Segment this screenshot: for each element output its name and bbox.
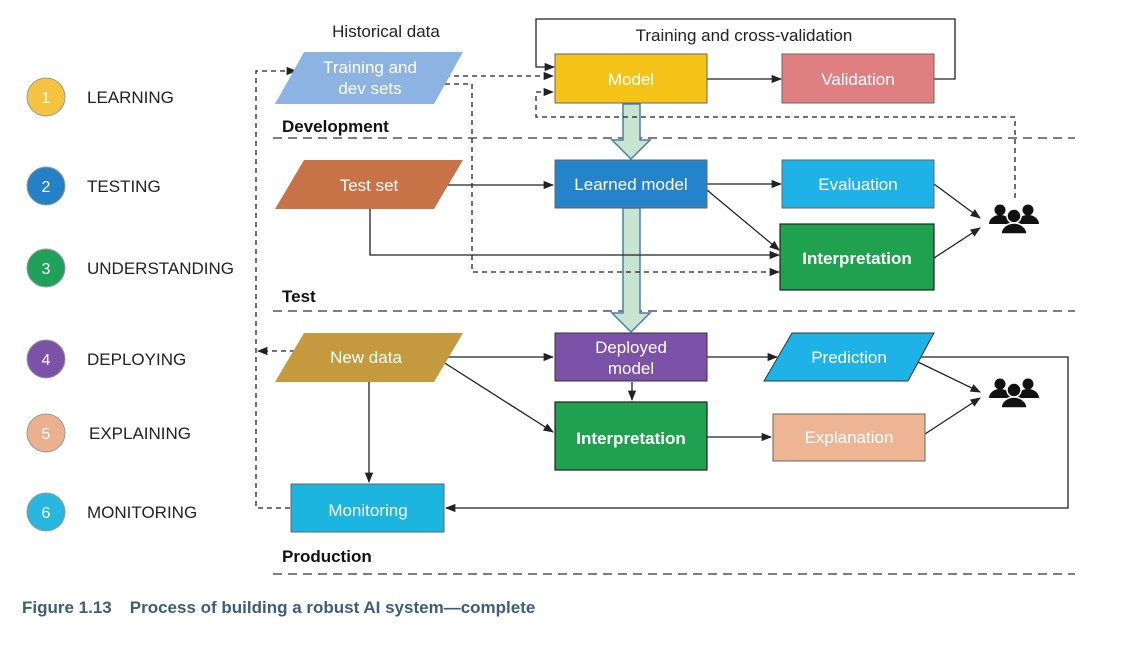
interpretation-test-label: Interpretation <box>802 249 912 268</box>
dashed-connectors <box>255 66 1016 509</box>
figure-caption: Figure 1.13 Process of building a robust … <box>22 598 535 618</box>
connector-prediction-to-monitoring <box>444 356 1069 513</box>
step-6-badge <box>26 492 66 532</box>
node-evaluation: Evaluation <box>781 159 935 209</box>
monitoring-label: Monitoring <box>328 501 407 520</box>
connector-validation-loop <box>535 18 956 80</box>
step-2-badge <box>26 166 66 206</box>
section-label-test: Test <box>282 287 316 306</box>
new-data-label: New data <box>330 348 402 367</box>
step-5-number: 5 <box>42 426 51 443</box>
step-4-number: 4 <box>42 352 51 369</box>
step-3-number: 3 <box>42 261 51 278</box>
connector-prediction-to-team <box>917 361 981 393</box>
legend-label-testing: TESTING <box>87 177 161 196</box>
deployed-model-label-2: model <box>608 359 654 378</box>
legend-label-understanding: UNDERSTANDING <box>87 259 234 278</box>
historical-data-label: Historical data <box>332 22 440 41</box>
learned-model-label: Learned model <box>574 175 687 194</box>
node-model: Model <box>554 53 708 104</box>
legend-item-deploying: 4 DEPLOYING <box>26 339 186 379</box>
legend-item-explaining: 5 EXPLAINING <box>26 413 191 453</box>
node-interpretation-production: Interpretation <box>554 401 708 471</box>
prediction-label: Prediction <box>811 348 887 367</box>
legend: 1 LEARNING 2 TESTING 3 UNDERSTANDING 4 D… <box>26 77 234 532</box>
node-monitoring: Monitoring <box>290 483 445 533</box>
node-validation: Validation <box>781 53 935 104</box>
node-learned-model: Learned model <box>554 159 708 209</box>
step-3-badge <box>26 248 66 288</box>
figure-caption-text: Process of building a robust AI system—c… <box>129 598 536 617</box>
node-prediction: Prediction <box>763 332 935 382</box>
step-1-badge <box>26 77 66 117</box>
connector-newdata-to-interpretation <box>439 359 554 433</box>
dashed-monitoring-to-trainingsets <box>255 66 298 509</box>
node-deployed-model: Deployed model <box>554 332 708 382</box>
model-label: Model <box>608 70 654 89</box>
figure-number: Figure 1.13 <box>22 598 112 617</box>
training-cv-label: Training and cross-validation <box>636 26 853 45</box>
flow-arrow-model-to-learned <box>610 103 652 161</box>
connector-learned-to-interpretation <box>706 189 780 251</box>
explanation-label: Explanation <box>805 428 894 447</box>
step-2-number: 2 <box>42 179 51 196</box>
step-6-number: 6 <box>42 505 51 522</box>
legend-label-learning: LEARNING <box>87 88 174 107</box>
legend-label-deploying: DEPLOYING <box>87 350 186 369</box>
legend-item-testing: 2 TESTING <box>26 166 161 206</box>
dashed-team-feedback-to-model <box>535 87 1016 198</box>
model-flow-arrows <box>610 103 652 334</box>
connector-interpretation-to-team <box>933 227 981 259</box>
connector-evaluation-to-team <box>933 183 981 219</box>
solid-connectors <box>364 18 1069 513</box>
step-5-badge <box>26 413 66 453</box>
flow-arrow-learned-to-deployed <box>610 207 652 334</box>
test-set-label: Test set <box>340 176 399 195</box>
node-test-set: Test set <box>275 160 463 209</box>
section-label-production: Production <box>282 547 372 566</box>
node-training-dev-sets: Training and dev sets <box>275 52 463 104</box>
dashed-trainingsets-to-interpretation <box>436 83 781 277</box>
legend-label-explaining: EXPLAINING <box>89 424 191 443</box>
section-label-development: Development <box>282 117 389 136</box>
legend-item-monitoring: 6 MONITORING <box>26 492 197 532</box>
interpretation-production-label: Interpretation <box>576 429 686 448</box>
legend-item-learning: 1 LEARNING <box>26 77 174 117</box>
section-dividers <box>273 137 1075 575</box>
node-explanation: Explanation <box>772 413 926 462</box>
legend-label-monitoring: MONITORING <box>87 503 197 522</box>
connector-explanation-to-team <box>924 397 981 435</box>
evaluation-label: Evaluation <box>818 175 897 194</box>
people-icon <box>988 377 1040 409</box>
training-dev-sets-label-1: Training and <box>323 58 417 77</box>
node-interpretation-test: Interpretation <box>779 223 935 291</box>
people-icon <box>988 203 1040 235</box>
legend-item-understanding: 3 UNDERSTANDING <box>26 248 234 288</box>
node-new-data: New data <box>275 333 463 382</box>
connector-testset-to-interpretation <box>369 209 781 260</box>
step-4-badge <box>26 339 66 379</box>
validation-label: Validation <box>821 70 894 89</box>
deployed-model-label-1: Deployed <box>595 338 667 357</box>
step-1-number: 1 <box>42 90 51 107</box>
training-dev-sets-label-2: dev sets <box>338 79 401 98</box>
